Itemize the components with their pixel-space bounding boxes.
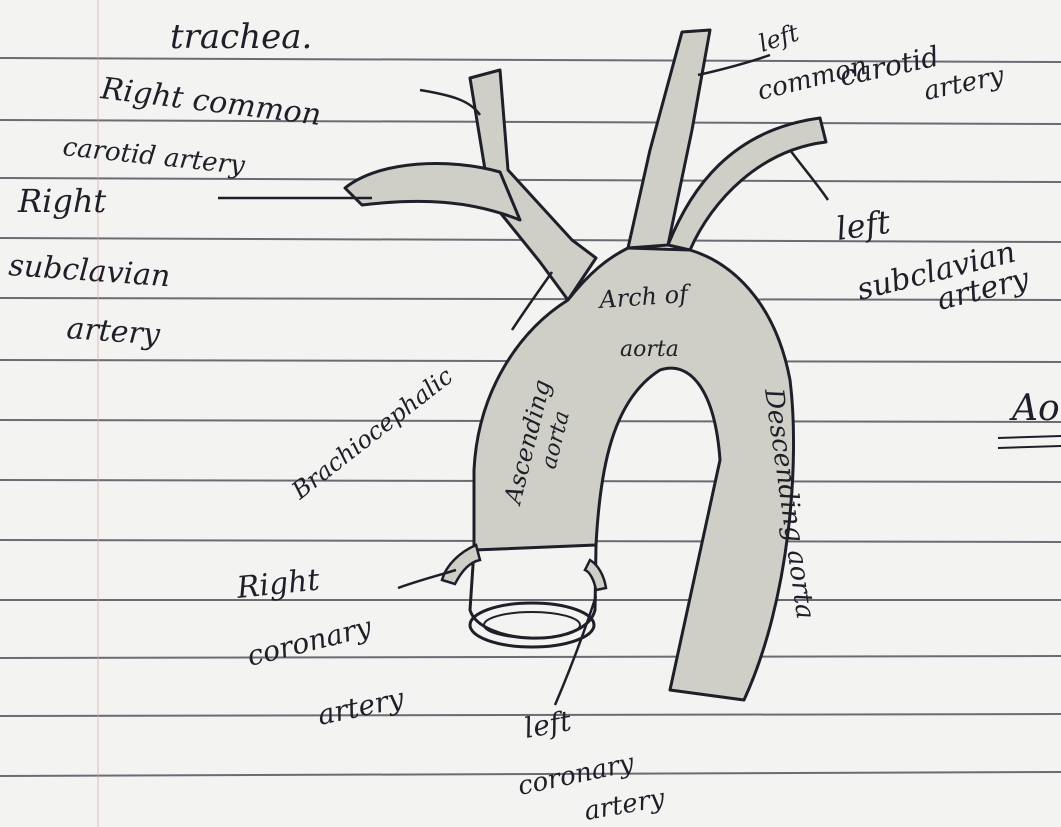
label-right-coronary-line2: coronary (244, 610, 376, 673)
aortic-root-opening (470, 603, 594, 647)
label-right-coronary: Right coronary artery (234, 562, 408, 731)
rule-line (0, 298, 1061, 300)
left-coronary-vessel (585, 560, 606, 590)
page-heading: trachea. (170, 17, 312, 57)
label-right-subclavian-line1: Right (17, 182, 106, 220)
label-left-coronary-line1: left (521, 704, 574, 745)
label-right-subclavian: Right subclavian artery (7, 182, 171, 353)
label-right-common-carotid-line1: Right common (98, 71, 323, 133)
leader-left-common-carotid (698, 55, 770, 75)
label-right-subclavian-line2: subclavian (7, 248, 171, 294)
label-arch-of-aorta-line2: aorta (620, 337, 679, 362)
leader-right-common-carotid (420, 90, 480, 115)
label-left-coronary-line3: artery (582, 783, 667, 827)
rule-line (0, 656, 1061, 658)
label-brachiocephalic: Brachiocephalic (286, 362, 458, 505)
margin-fragment: Ao (1009, 388, 1060, 429)
right-subclavian-vessel (345, 164, 520, 220)
label-right-common-carotid-line2: carotid artery (61, 132, 246, 181)
label-left-common-carotid: left common carotid artery (754, 18, 1006, 106)
margin-underline (998, 436, 1061, 438)
label-right-subclavian-line3: artery (65, 311, 162, 352)
rule-line (0, 178, 1061, 182)
label-left-common-carotid-line1: left (755, 18, 802, 57)
label-right-coronary-line3: artery (315, 681, 408, 732)
leader-left-subclavian (790, 150, 828, 200)
label-left-coronary: left coronary artery (515, 704, 667, 827)
rule-line (0, 120, 1061, 124)
label-right-common-carotid: Right common carotid artery (61, 71, 323, 181)
label-left-subclavian-line1: left (834, 203, 893, 248)
margin-underline-2 (998, 446, 1061, 448)
